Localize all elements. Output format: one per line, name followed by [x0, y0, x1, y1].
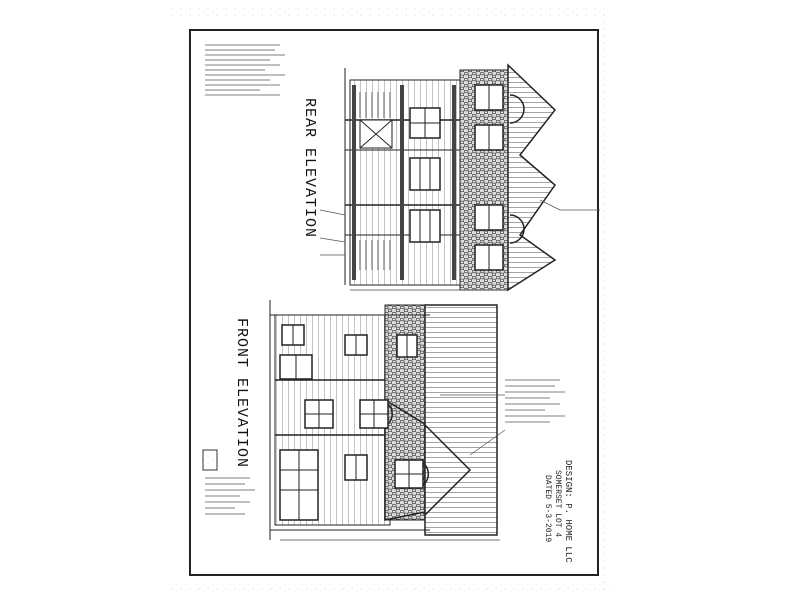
- title-block: DESIGN: P. HOME LLC SOMERSET LOT 4 DATED…: [543, 460, 573, 563]
- scan-noise-right: [600, 10, 608, 590]
- scan-noise-top: [170, 5, 610, 17]
- title-block-line3: DATED 5-3-2019: [543, 475, 552, 542]
- title-block-line1: DESIGN: P. HOME LLC: [563, 460, 573, 563]
- sheet-border: [189, 29, 599, 576]
- rear-elevation: [205, 44, 600, 292]
- scan-noise-bottom: [170, 582, 610, 594]
- front-elevation: [202, 300, 565, 541]
- front-elevation-title: FRONT ELEVATION: [233, 318, 250, 468]
- rear-elevation-title: REAR ELEVATION: [301, 98, 318, 238]
- title-block-line2: SOMERSET LOT 4: [553, 470, 562, 537]
